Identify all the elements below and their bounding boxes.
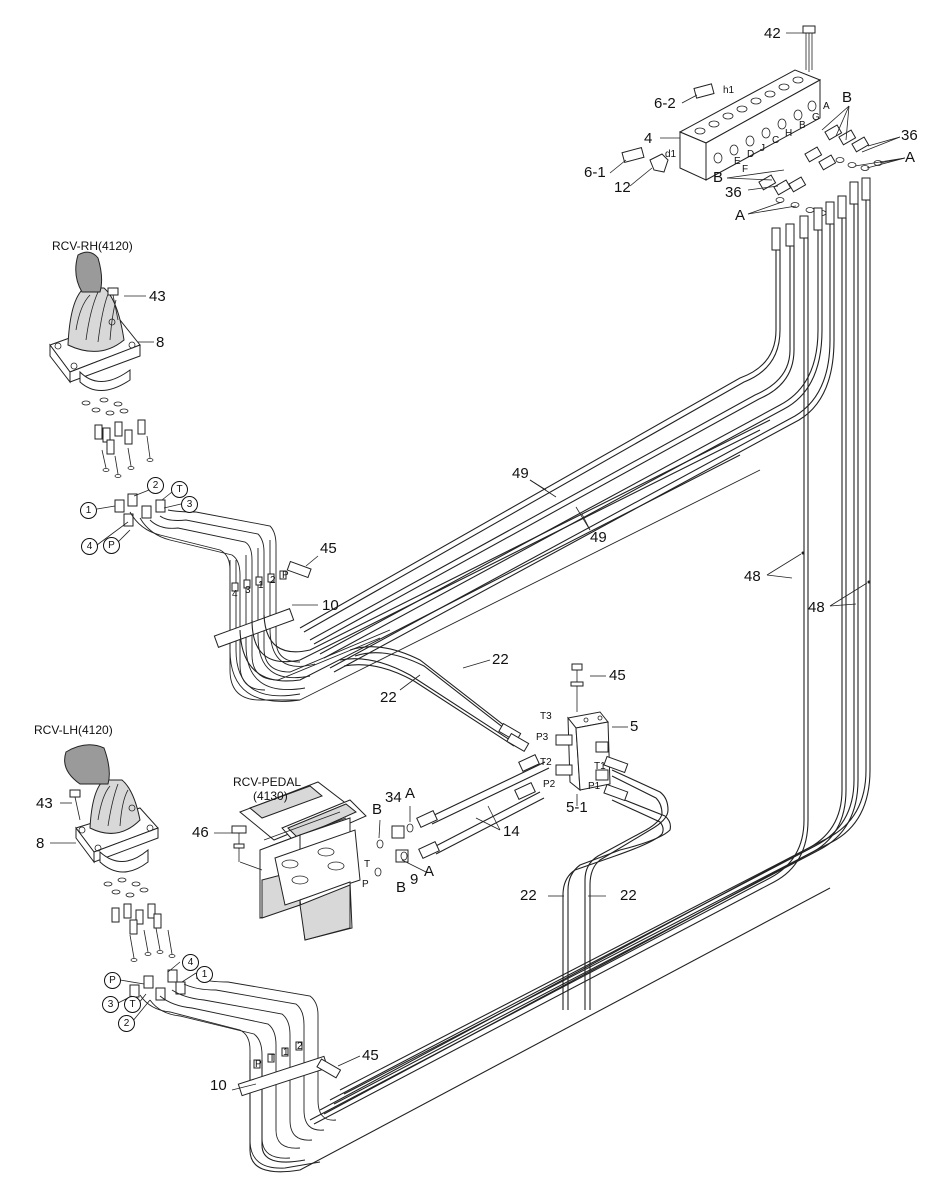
port-a: A [823, 101, 830, 112]
port-p3: P3 [536, 732, 549, 743]
rcv-lh-title: RCV-LH(4120) [34, 723, 113, 737]
rh-hose-tag-2: 2 [270, 575, 276, 586]
port-t2: T2 [540, 757, 552, 768]
callout-8-rh: 8 [156, 334, 165, 351]
callout-a-right: A [905, 149, 916, 166]
rh-port-2: 2 [147, 477, 164, 494]
callout-a-left: A [735, 207, 746, 224]
callout-36-a: 36 [901, 127, 918, 144]
lh-hose-tag-2: 2 [297, 1041, 303, 1052]
rcv-rh-joystick [49, 251, 182, 546]
port-h1: h1 [723, 85, 735, 96]
callout-22-d: 22 [620, 887, 637, 904]
callout-a-pedal-2: A [424, 863, 435, 880]
rcv-rh-title: RCV-RH(4120) [52, 239, 133, 253]
lh-port-1: 1 [196, 966, 213, 983]
callout-45-mid: 45 [609, 667, 626, 684]
callout-10-rh: 10 [322, 597, 339, 614]
rh-hose-tag-3: 3 [245, 585, 251, 596]
callout-6-1: 6-1 [584, 164, 606, 181]
callout-43-lh: 43 [36, 795, 53, 812]
port-h: H [785, 128, 793, 139]
callout-b-mid: B [713, 169, 724, 186]
callout-45-rh: 45 [320, 540, 337, 557]
port-d: D [747, 149, 755, 160]
port-g: G [812, 112, 820, 123]
rh-hose-tag-4: 4 [232, 589, 238, 600]
rh-port-4: 4 [81, 538, 98, 555]
port-t1: T1 [594, 761, 606, 772]
callout-22-c: 22 [520, 887, 537, 904]
rh-port-p: P [103, 537, 120, 554]
rcv-pedal-code: (4130) [253, 789, 288, 803]
callout-22-a: 22 [492, 651, 509, 668]
callout-9: 9 [410, 871, 419, 888]
rcv-pedal-title: RCV-PEDAL [233, 775, 302, 789]
callout-43-rh: 43 [149, 288, 166, 305]
port-p1: P1 [588, 781, 601, 792]
lh-port-t: T [124, 996, 141, 1013]
callout-4: 4 [644, 130, 653, 147]
pedal-port-t: T [364, 859, 371, 870]
callout-5-1: 5-1 [566, 799, 588, 816]
port-d1: d1 [665, 149, 677, 160]
callout-b-top: B [842, 89, 853, 106]
port-j: J [760, 143, 765, 154]
port-b: B [799, 120, 806, 131]
port-f: F [742, 164, 749, 175]
callout-36-b: 36 [725, 184, 742, 201]
hoses-14 [374, 754, 550, 877]
callout-8-lh: 8 [36, 835, 45, 852]
port-c: C [772, 135, 780, 146]
lh-port-p: P [104, 972, 121, 989]
callout-b-pedal-2: B [396, 879, 407, 896]
callout-b-pedal: B [372, 801, 383, 818]
callout-49-b: 49 [590, 529, 607, 546]
rh-port-3: 3 [181, 496, 198, 513]
callout-14: 14 [503, 823, 520, 840]
callout-42: 42 [764, 25, 781, 42]
lh-hose-tag-1: 1 [283, 1047, 289, 1058]
callout-48-b: 48 [808, 599, 825, 616]
rh-port-t: T [171, 481, 188, 498]
port-t3: T3 [540, 711, 552, 722]
lh-hose-tag-p: P [255, 1059, 262, 1070]
rcv-rh-hose-bundle [129, 419, 771, 702]
callout-a-pedal: A [405, 785, 416, 802]
lh-port-3: 3 [102, 996, 119, 1013]
callout-46: 46 [192, 824, 209, 841]
lh-port-4: 4 [182, 954, 199, 971]
callout-12: 12 [614, 179, 631, 196]
callout-22-b: 22 [380, 689, 397, 706]
callout-48-a: 48 [744, 568, 761, 585]
rcv-lh-hose-bundle [139, 887, 831, 1173]
lh-port-2: 2 [118, 1015, 135, 1032]
callout-6-2: 6-2 [654, 95, 676, 112]
callout-49-a: 49 [512, 465, 529, 482]
rh-hose-tag-1: 1 [258, 580, 264, 591]
manifold-hoses [299, 177, 871, 1125]
port-p2: P2 [543, 779, 556, 790]
lh-hose-tag-t: T [269, 1053, 276, 1064]
rcv-pedal-assembly [214, 781, 367, 941]
rh-hose-tag-p: P [282, 570, 289, 581]
manifold-block [609, 25, 906, 216]
callout-34: 34 [385, 789, 402, 806]
callout-45-lh: 45 [362, 1047, 379, 1064]
callout-5: 5 [630, 718, 639, 735]
callout-10-lh: 10 [210, 1077, 227, 1094]
port-e: E [734, 156, 741, 167]
rh-port-1: 1 [80, 502, 97, 519]
rcv-lh-joystick [50, 744, 197, 1023]
block-5-and-hoses [339, 646, 671, 1010]
pedal-port-p: P [362, 879, 369, 890]
